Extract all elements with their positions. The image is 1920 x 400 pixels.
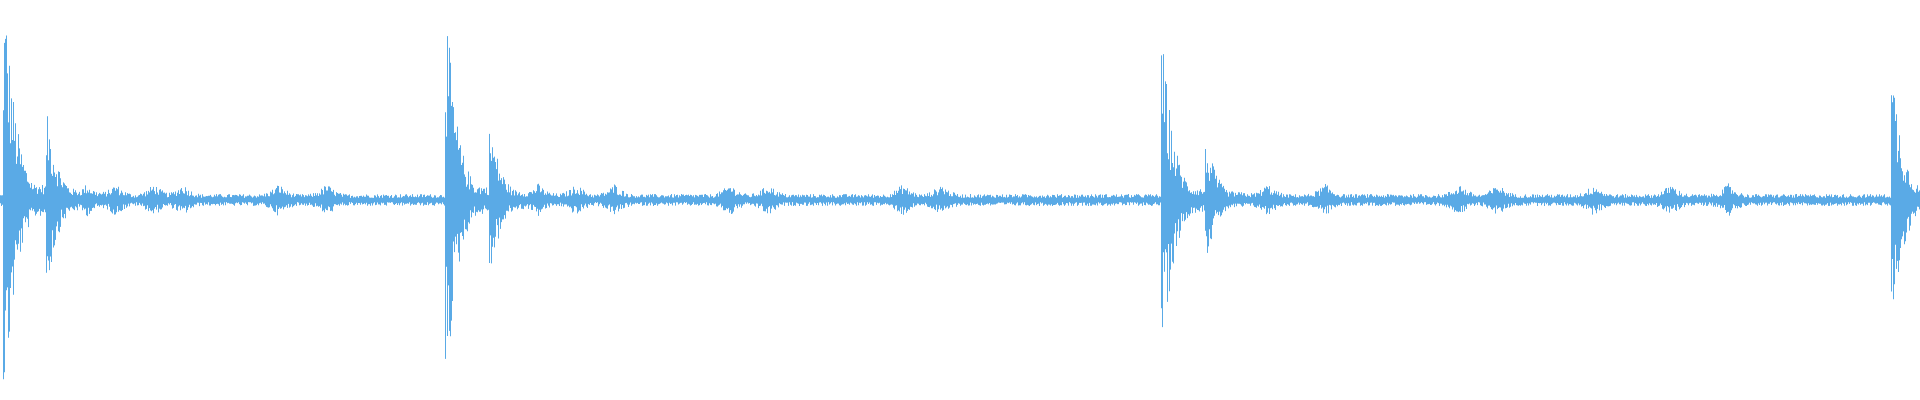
waveform-path	[0, 35, 1920, 380]
waveform-samples	[0, 35, 1920, 380]
